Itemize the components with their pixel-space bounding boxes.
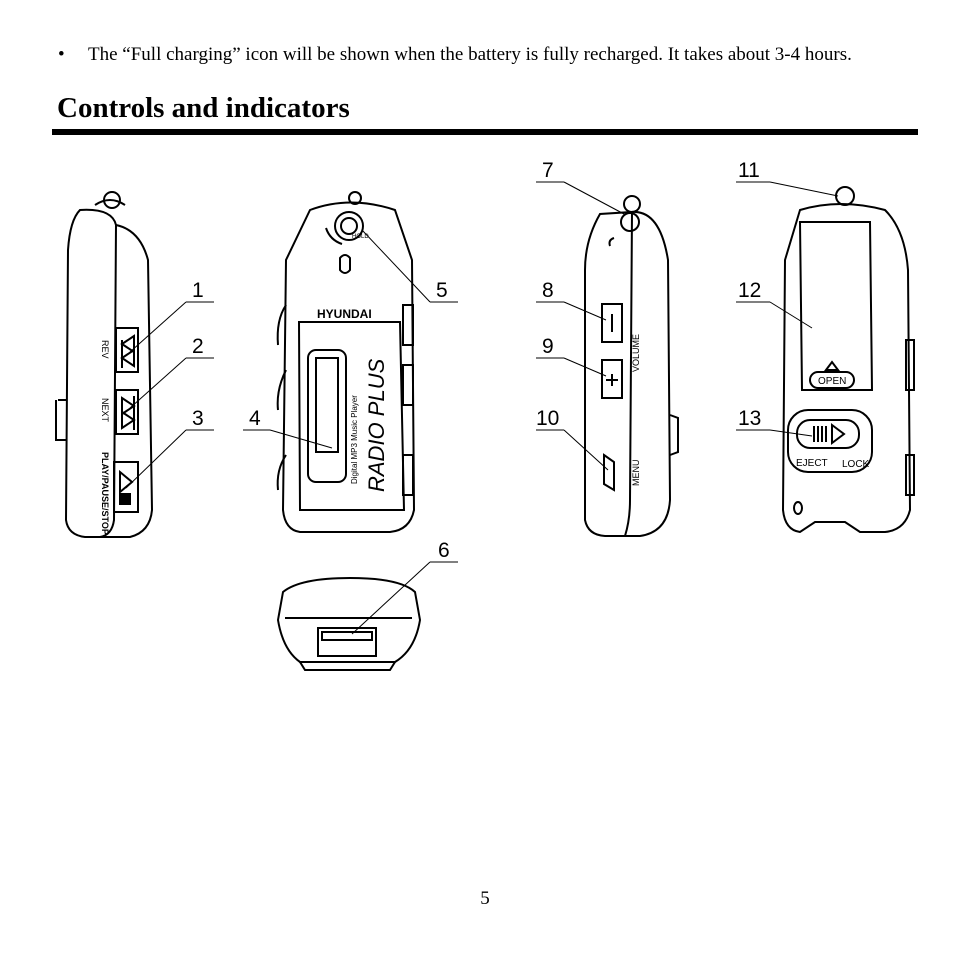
callout-6: 6 <box>438 539 450 562</box>
bullet-symbol: • <box>58 44 65 65</box>
label-digital-mp3: Digital MP3 Music Player <box>350 395 359 484</box>
device-back <box>781 186 915 534</box>
callout-12: 12 <box>738 279 761 302</box>
label-radio-plus: RADIO PLUS <box>364 358 389 492</box>
label-brand: HYUNDAI <box>317 307 372 321</box>
label-hold: HOLD <box>352 234 369 240</box>
leader-lines <box>125 181 839 635</box>
next-button-icon <box>121 396 136 430</box>
page-number: 5 <box>480 888 490 909</box>
prev-button-icon <box>120 334 135 368</box>
callout-11: 11 <box>738 159 760 182</box>
callout-10: 10 <box>536 407 559 430</box>
callout-8: 8 <box>542 279 554 302</box>
callout-4: 4 <box>249 407 261 430</box>
device-front <box>276 191 416 533</box>
callout-9: 9 <box>542 335 554 358</box>
device-side-right <box>584 195 679 537</box>
callout-1: 1 <box>192 279 204 302</box>
callout-3: 3 <box>192 407 204 430</box>
label-next: NEXT <box>100 398 110 423</box>
play-pause-icon <box>119 469 134 505</box>
plus-icon <box>606 374 618 386</box>
device-bottom <box>276 576 422 671</box>
callout-5: 5 <box>436 279 448 302</box>
label-open: OPEN <box>818 376 846 387</box>
callout-13: 13 <box>738 407 761 430</box>
callout-2: 2 <box>192 335 204 358</box>
label-rev: REV <box>100 340 110 359</box>
label-eject: EJECT <box>796 458 828 469</box>
label-play-pause-stop: PLAY/PAUSE/STOP <box>100 452 110 535</box>
device-side-left <box>55 191 154 538</box>
section-heading: Controls and indicators <box>57 92 350 124</box>
label-volume: VOLUME <box>631 334 641 372</box>
callout-numbers: 1 2 3 4 5 6 7 8 9 10 11 12 13 <box>192 159 761 562</box>
bullet-text: The “Full charging” icon will be shown w… <box>88 44 852 65</box>
callout-7: 7 <box>542 159 554 182</box>
heading-rule <box>52 129 918 135</box>
label-lock: LOCK <box>842 459 870 470</box>
label-menu: MENU <box>631 460 641 487</box>
device-labels: REV NEXT PLAY/PAUSE/STOP HYUNDAI HOLD RA… <box>100 234 870 535</box>
